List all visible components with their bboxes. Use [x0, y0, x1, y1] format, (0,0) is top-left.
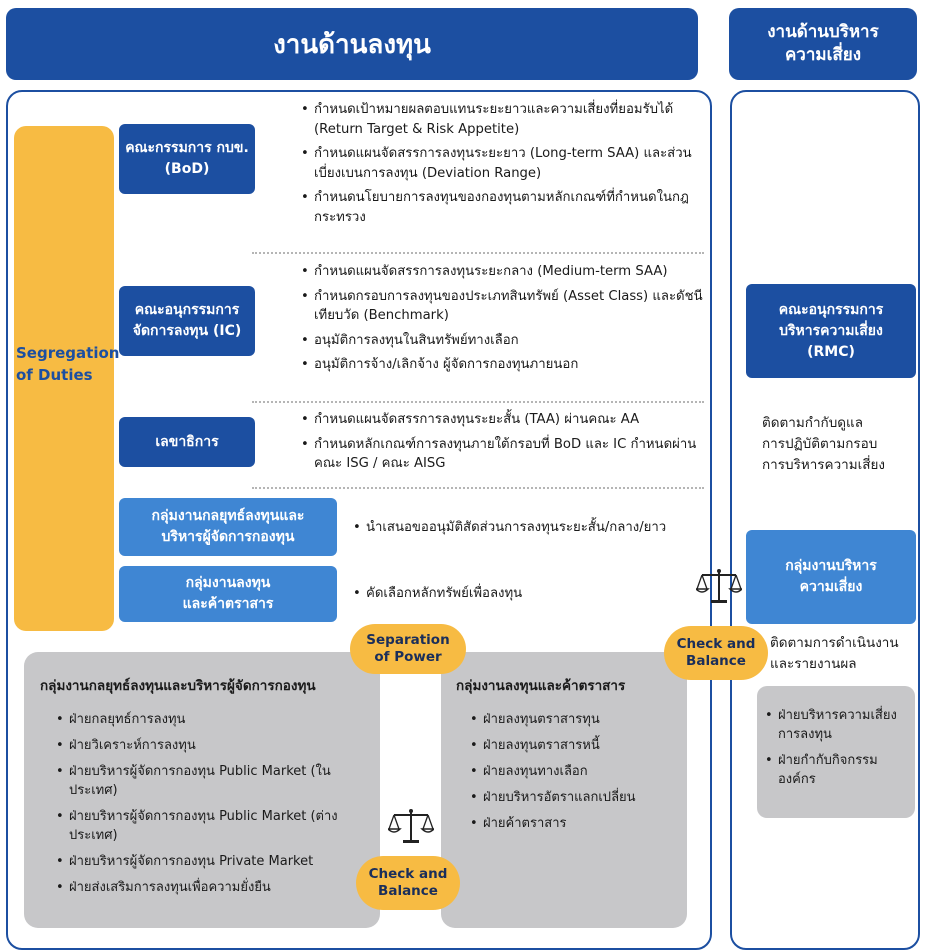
strategy-dept-list: ฝ่ายกลยุทธ์การลงทุน ฝ่ายวิเคราะห์การลงทุ…	[56, 710, 361, 904]
trading-dept-item: ฝ่ายค้าตราสาร	[470, 814, 682, 833]
trading-dept-list: ฝ่ายลงทุนตราสารทุน ฝ่ายลงทุนตราสารหนี้ ฝ…	[470, 710, 682, 840]
investment-header-title: งานด้านลงทุน	[273, 29, 431, 60]
trading-group-box: กลุ่มงานลงทุน และค้าตราสาร	[119, 566, 337, 622]
investment-header: งานด้านลงทุน	[6, 8, 698, 80]
risk-header-line1: งานด้านบริหาร	[767, 22, 879, 42]
strategy-group-list: นำเสนอขออนุมัติสัดส่วนการลงทุนระยะสั้น/ก…	[352, 518, 707, 543]
secretary-title: เลขาธิการ	[155, 433, 219, 450]
risk-group-desc-line1: ติดตามการดำเนินงาน	[770, 635, 899, 651]
trading-dept-title: กลุ่มงานลงทุนและค้าตราสาร	[456, 678, 626, 694]
separation-line1: Separation	[366, 632, 450, 648]
trading-group-list: คัดเลือกหลักทรัพย์เพื่อลงทุน	[352, 584, 707, 609]
bod-item: กำหนดเป้าหมายผลตอบแทนระยะยาวและความเสี่ย…	[300, 100, 710, 139]
secretary-item: กำหนดแผนจัดสรรการลงทุนระยะสั้น (TAA) ผ่า…	[300, 410, 710, 430]
bod-title-line2: (BoD)	[164, 161, 210, 177]
ic-item: อนุมัติการลงทุนในสินทรัพย์ทางเลือก	[300, 331, 710, 351]
rmc-desc-line1: ติดตามกำกับดูแล	[762, 415, 864, 431]
strategy-dept-item: ฝ่ายบริหารผู้จัดการกองทุน Private Market	[56, 852, 361, 871]
risk-dept-item: ฝ่ายบริหารความเสี่ยงการลงทุน	[765, 706, 911, 744]
risk-group-desc-line2: และรายงานผล	[770, 656, 857, 672]
rmc-title-line2: บริหารความเสี่ยง	[779, 322, 883, 339]
ic-box: คณะอนุกรรมการ จัดการลงทุน (IC)	[119, 286, 255, 356]
bod-list: กำหนดเป้าหมายผลตอบแทนระยะยาวและความเสี่ย…	[300, 100, 710, 232]
strategy-dept-title: กลุ่มงานกลยุทธ์ลงทุนและบริหารผู้จัดการกอ…	[40, 678, 316, 694]
check-balance-bottom-line2: Balance	[378, 883, 438, 899]
rmc-desc-line2: การปฏิบัติตามกรอบ	[762, 436, 878, 452]
check-balance-right-line1: Check and	[676, 636, 756, 652]
segregation-bar	[14, 126, 114, 631]
strategy-group-line1: กลุ่มงานกลยุทธ์ลงทุนและ	[151, 508, 305, 524]
risk-group-line1: กลุ่มงานบริหาร	[785, 558, 877, 574]
risk-group-line2: ความเสี่ยง	[799, 579, 863, 595]
trading-dept-item: ฝ่ายลงทุนตราสารทุน	[470, 710, 682, 729]
bod-item: กำหนดแผนจัดสรรการลงทุนระยะยาว (Long-term…	[300, 144, 710, 183]
trading-dept-item: ฝ่ายบริหารอัตราแลกเปลี่ยน	[470, 788, 682, 807]
secretary-item: กำหนดหลักเกณฑ์การลงทุนภายใต้กรอบที่ BoD …	[300, 435, 710, 474]
strategy-dept-item: ฝ่ายกลยุทธ์การลงทุน	[56, 710, 361, 729]
separation-of-power-pill: Separation of Power	[350, 624, 466, 674]
rmc-title-line1: คณะอนุกรรมการ	[778, 301, 884, 318]
rmc-box: คณะอนุกรรมการ บริหารความเสี่ยง (RMC)	[746, 284, 916, 378]
trading-group-item: คัดเลือกหลักทรัพย์เพื่อลงทุน	[352, 584, 707, 604]
check-balance-pill-bottom: Check and Balance	[356, 856, 460, 910]
bod-title-line1: คณะกรรมการ กบข.	[125, 140, 249, 156]
risk-group-description: ติดตามการดำเนินงาน และรายงานผล	[770, 633, 922, 675]
separation-line2: of Power	[374, 649, 442, 665]
secretary-list: กำหนดแผนจัดสรรการลงทุนระยะสั้น (TAA) ผ่า…	[300, 410, 710, 479]
trading-dept-item: ฝ่ายลงทุนตราสารหนี้	[470, 736, 682, 755]
ic-item: กำหนดกรอบการลงทุนของประเภทสินทรัพย์ (Ass…	[300, 287, 710, 326]
risk-frame	[730, 90, 920, 950]
check-balance-right-line2: Balance	[686, 653, 746, 669]
strategy-group-item: นำเสนอขออนุมัติสัดส่วนการลงทุนระยะสั้น/ก…	[352, 518, 707, 538]
strategy-dept-item: ฝ่ายวิเคราะห์การลงทุน	[56, 736, 361, 755]
balance-scale-icon	[694, 566, 744, 606]
segregation-line2: of Duties	[16, 366, 93, 384]
risk-group-box: กลุ่มงานบริหาร ความเสี่ยง	[746, 530, 916, 624]
trading-group-line1: กลุ่มงานลงทุน	[185, 575, 271, 591]
ic-title-line2: จัดการลงทุน (IC)	[132, 323, 242, 339]
strategy-dept-item: ฝ่ายบริหารผู้จัดการกองทุน Public Market …	[56, 762, 361, 800]
ic-item: อนุมัติการจ้าง/เลิกจ้าง ผู้จัดการกองทุนภ…	[300, 355, 710, 375]
risk-header-line2: ความเสี่ยง	[784, 45, 862, 65]
balance-scale-icon	[386, 806, 436, 846]
segregation-line1: Segregation	[16, 344, 120, 362]
ic-list: กำหนดแผนจัดสรรการลงทุนระยะกลาง (Medium-t…	[300, 262, 710, 380]
strategy-dept-item: ฝ่ายส่งเสริมการลงทุนเพื่อความยั่งยืน	[56, 878, 361, 897]
trading-group-line2: และค้าตราสาร	[182, 596, 274, 612]
ic-title-line1: คณะอนุกรรมการ	[134, 302, 240, 318]
secretary-box: เลขาธิการ	[119, 417, 255, 467]
strategy-dept-item: ฝ่ายบริหารผู้จัดการกองทุน Public Market …	[56, 807, 361, 845]
segregation-label: Segregation of Duties	[16, 342, 120, 386]
risk-dept-item: ฝ่ายกำกับกิจกรรมองค์กร	[765, 751, 911, 789]
divider-2	[252, 401, 704, 403]
ic-item: กำหนดแผนจัดสรรการลงทุนระยะกลาง (Medium-t…	[300, 262, 710, 282]
rmc-title-line3: (RMC)	[807, 343, 855, 360]
bod-box: คณะกรรมการ กบข. (BoD)	[119, 124, 255, 194]
risk-dept-list: ฝ่ายบริหารความเสี่ยงการลงทุน ฝ่ายกำกับกิ…	[765, 706, 911, 796]
strategy-group-box: กลุ่มงานกลยุทธ์ลงทุนและ บริหารผู้จัดการก…	[119, 498, 337, 556]
trading-dept-item: ฝ่ายลงทุนทางเลือก	[470, 762, 682, 781]
check-balance-bottom-line1: Check and	[368, 866, 448, 882]
risk-header: งานด้านบริหาร ความเสี่ยง	[729, 8, 917, 80]
strategy-group-line2: บริหารผู้จัดการกองทุน	[161, 529, 295, 545]
rmc-description: ติดตามกำกับดูแล การปฏิบัติตามกรอบ การบริ…	[762, 413, 922, 476]
divider-3	[252, 487, 704, 489]
divider-1	[252, 252, 704, 254]
rmc-desc-line3: การบริหารความเสี่ยง	[762, 457, 886, 473]
bod-item: กำหนดนโยบายการลงทุนของกองทุนตามหลักเกณฑ์…	[300, 188, 710, 227]
check-balance-pill-right: Check and Balance	[664, 626, 768, 680]
